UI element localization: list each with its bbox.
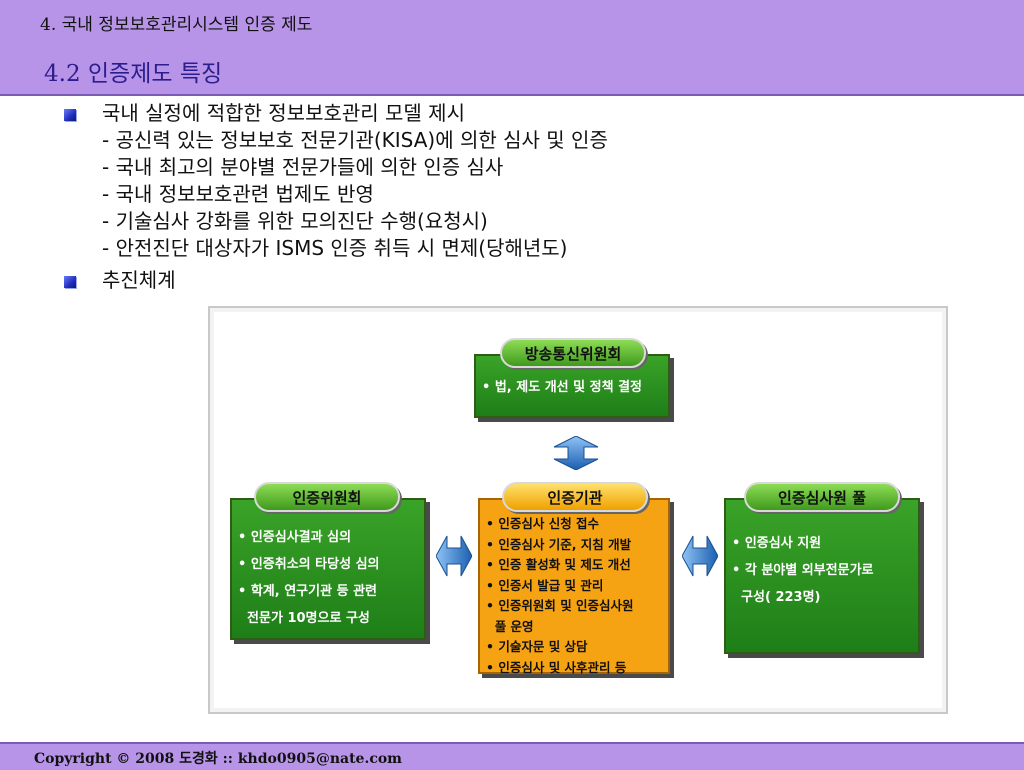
kcc-title: 방송통신위원회: [500, 338, 646, 368]
bullet-square-icon: [64, 109, 76, 121]
box-item: 풀 운영: [486, 618, 534, 634]
bullet-line: - 기술심사 강화를 위한 모의진단 수행(요청시): [102, 209, 488, 233]
bullet-line: 추진체계: [102, 268, 176, 292]
bullet-line: 국내 실정에 적합한 정보보호관리 모델 제시: [102, 101, 465, 125]
box-item: • 인증심사 및 사후관리 등: [486, 659, 627, 675]
box-item: • 인증심사 지원: [732, 536, 822, 551]
box-item: • 학계, 연구기관 등 관련: [238, 584, 377, 599]
certification-committee-title: 인증위원회: [254, 482, 400, 512]
box-item: • 인증심사결과 심의: [238, 530, 352, 545]
box-item: • 인증심사 기준, 지침 개발: [486, 536, 632, 552]
box-item: • 각 분야별 외부전문가로: [732, 563, 874, 578]
certification-authority-box: • 인증심사 신청 접수 • 인증심사 기준, 지침 개발 • 인증 활성화 및…: [478, 498, 670, 675]
bullet-line: - 공신력 있는 정보보호 전문기관(KISA)에 의한 심사 및 인증: [102, 128, 608, 152]
section-title: 4.2 인증제도 특징: [44, 61, 223, 87]
left-double-arrow-icon: [436, 535, 472, 577]
auditor-pool-box: • 인증심사 지원 • 각 분야별 외부전문가로 구성( 223명): [724, 498, 920, 654]
box-item: • 법, 제도 개선 및 정책 결정: [482, 380, 643, 395]
bullet-line: - 안전진단 대상자가 ISMS 인증 취득 시 면제(당해년도): [102, 236, 568, 260]
chapter-heading: 4. 국내 정보보호관리시스템 인증 제도: [40, 15, 313, 35]
auditor-pool-title: 인증심사원 풀: [744, 482, 900, 512]
right-double-arrow-icon: [682, 535, 718, 577]
bullet-line: - 국내 최고의 분야별 전문가들에 의한 인증 심사: [102, 155, 504, 179]
box-item: 전문가 10명으로 구성: [238, 611, 370, 626]
bullet-item-features: 국내 실정에 적합한 정보보호관리 모델 제시 - 공신력 있는 정보보호 전문…: [64, 100, 964, 262]
slide-header: 4. 국내 정보보호관리시스템 인증 제도 4.2 인증제도 특징: [0, 0, 1024, 96]
box-item: • 인증취소의 타당성 심의: [238, 557, 380, 572]
bullet-item-structure: 추진체계: [64, 267, 964, 294]
box-item: • 인증 활성화 및 제도 개선: [486, 557, 631, 572]
slide-footer: Copyright © 2008 도경화 :: khdo0905@nate.co…: [0, 742, 1024, 770]
certification-authority-title: 인증기관: [502, 482, 648, 512]
box-item: • 인증서 발급 및 관리: [486, 577, 604, 593]
box-item: 구성( 223명): [732, 590, 821, 605]
bullet-line: - 국내 정보보호관련 법제도 반영: [102, 182, 374, 206]
bullet-square-icon: [64, 276, 76, 288]
vertical-double-arrow-icon: [553, 436, 599, 470]
box-item: • 기술자문 및 상담: [486, 639, 588, 654]
box-item: • 인증심사 신청 접수: [486, 516, 600, 531]
organization-diagram: • 법, 제도 개선 및 정책 결정 방송통신위원회 • 인증심사결과 심의 •…: [208, 306, 948, 714]
bullet-list: 국내 실정에 적합한 정보보호관리 모델 제시 - 공신력 있는 정보보호 전문…: [64, 100, 964, 294]
box-item: • 인증위원회 및 인증심사원: [486, 598, 634, 613]
certification-committee-box: • 인증심사결과 심의 • 인증취소의 타당성 심의 • 학계, 연구기관 등 …: [230, 498, 426, 640]
copyright-text: Copyright © 2008 도경화 :: khdo0905@nate.co…: [34, 751, 402, 767]
